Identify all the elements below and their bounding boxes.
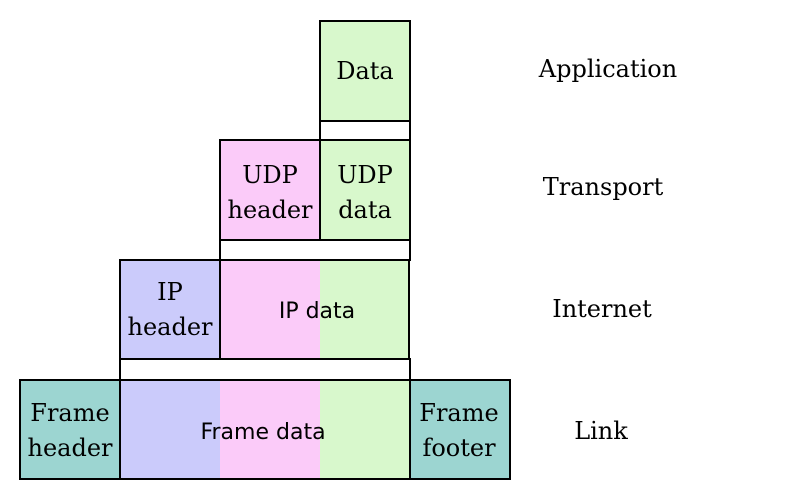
udp-header-box (219, 139, 321, 241)
ip-data-udp-data-segment (320, 260, 409, 359)
udp-data-box (319, 139, 411, 241)
internet-row: IP header IP data (119, 259, 410, 360)
frame-data-udp-header-segment (220, 380, 320, 479)
connector-internet-link (119, 358, 411, 381)
frame-footer-box (409, 379, 511, 480)
frame-footer-label-line1: Frame (419, 399, 498, 427)
udp-header-label-line2: header (227, 196, 313, 224)
ip-data-udp-header-segment (220, 260, 320, 359)
application-row: Data (319, 20, 411, 122)
layer-label-internet: Internet (552, 295, 652, 323)
frame-data-label: Frame data (200, 420, 325, 445)
connector-transport-internet (219, 239, 411, 261)
ip-header-label-line2: header (127, 313, 213, 341)
frame-header-label-line2: header (27, 434, 113, 462)
ip-header-label-line1: IP (157, 278, 183, 306)
udp-data-label-line2: data (338, 196, 392, 224)
udp-header-label-line1: UDP (242, 161, 298, 189)
frame-data-udp-data-segment (320, 380, 410, 479)
frame-data-ip-header-segment (120, 380, 220, 479)
frame-header-label-line1: Frame (30, 399, 109, 427)
layer-label-transport: Transport (543, 173, 664, 201)
link-row: Frame header Frame data Frame footer (19, 379, 511, 480)
layer-label-link: Link (574, 417, 628, 445)
transport-row: UDP header UDP data (219, 139, 411, 241)
frame-footer-label-line2: footer (422, 434, 496, 462)
app-data-label: Data (336, 57, 394, 85)
ip-data-label: IP data (279, 299, 355, 324)
app-data-box (319, 20, 411, 122)
udp-data-label-line1: UDP (337, 161, 393, 189)
frame-header-box (19, 379, 121, 480)
layer-label-application: Application (538, 55, 677, 83)
connector-app-transport (319, 120, 411, 141)
ip-header-box (119, 259, 221, 360)
